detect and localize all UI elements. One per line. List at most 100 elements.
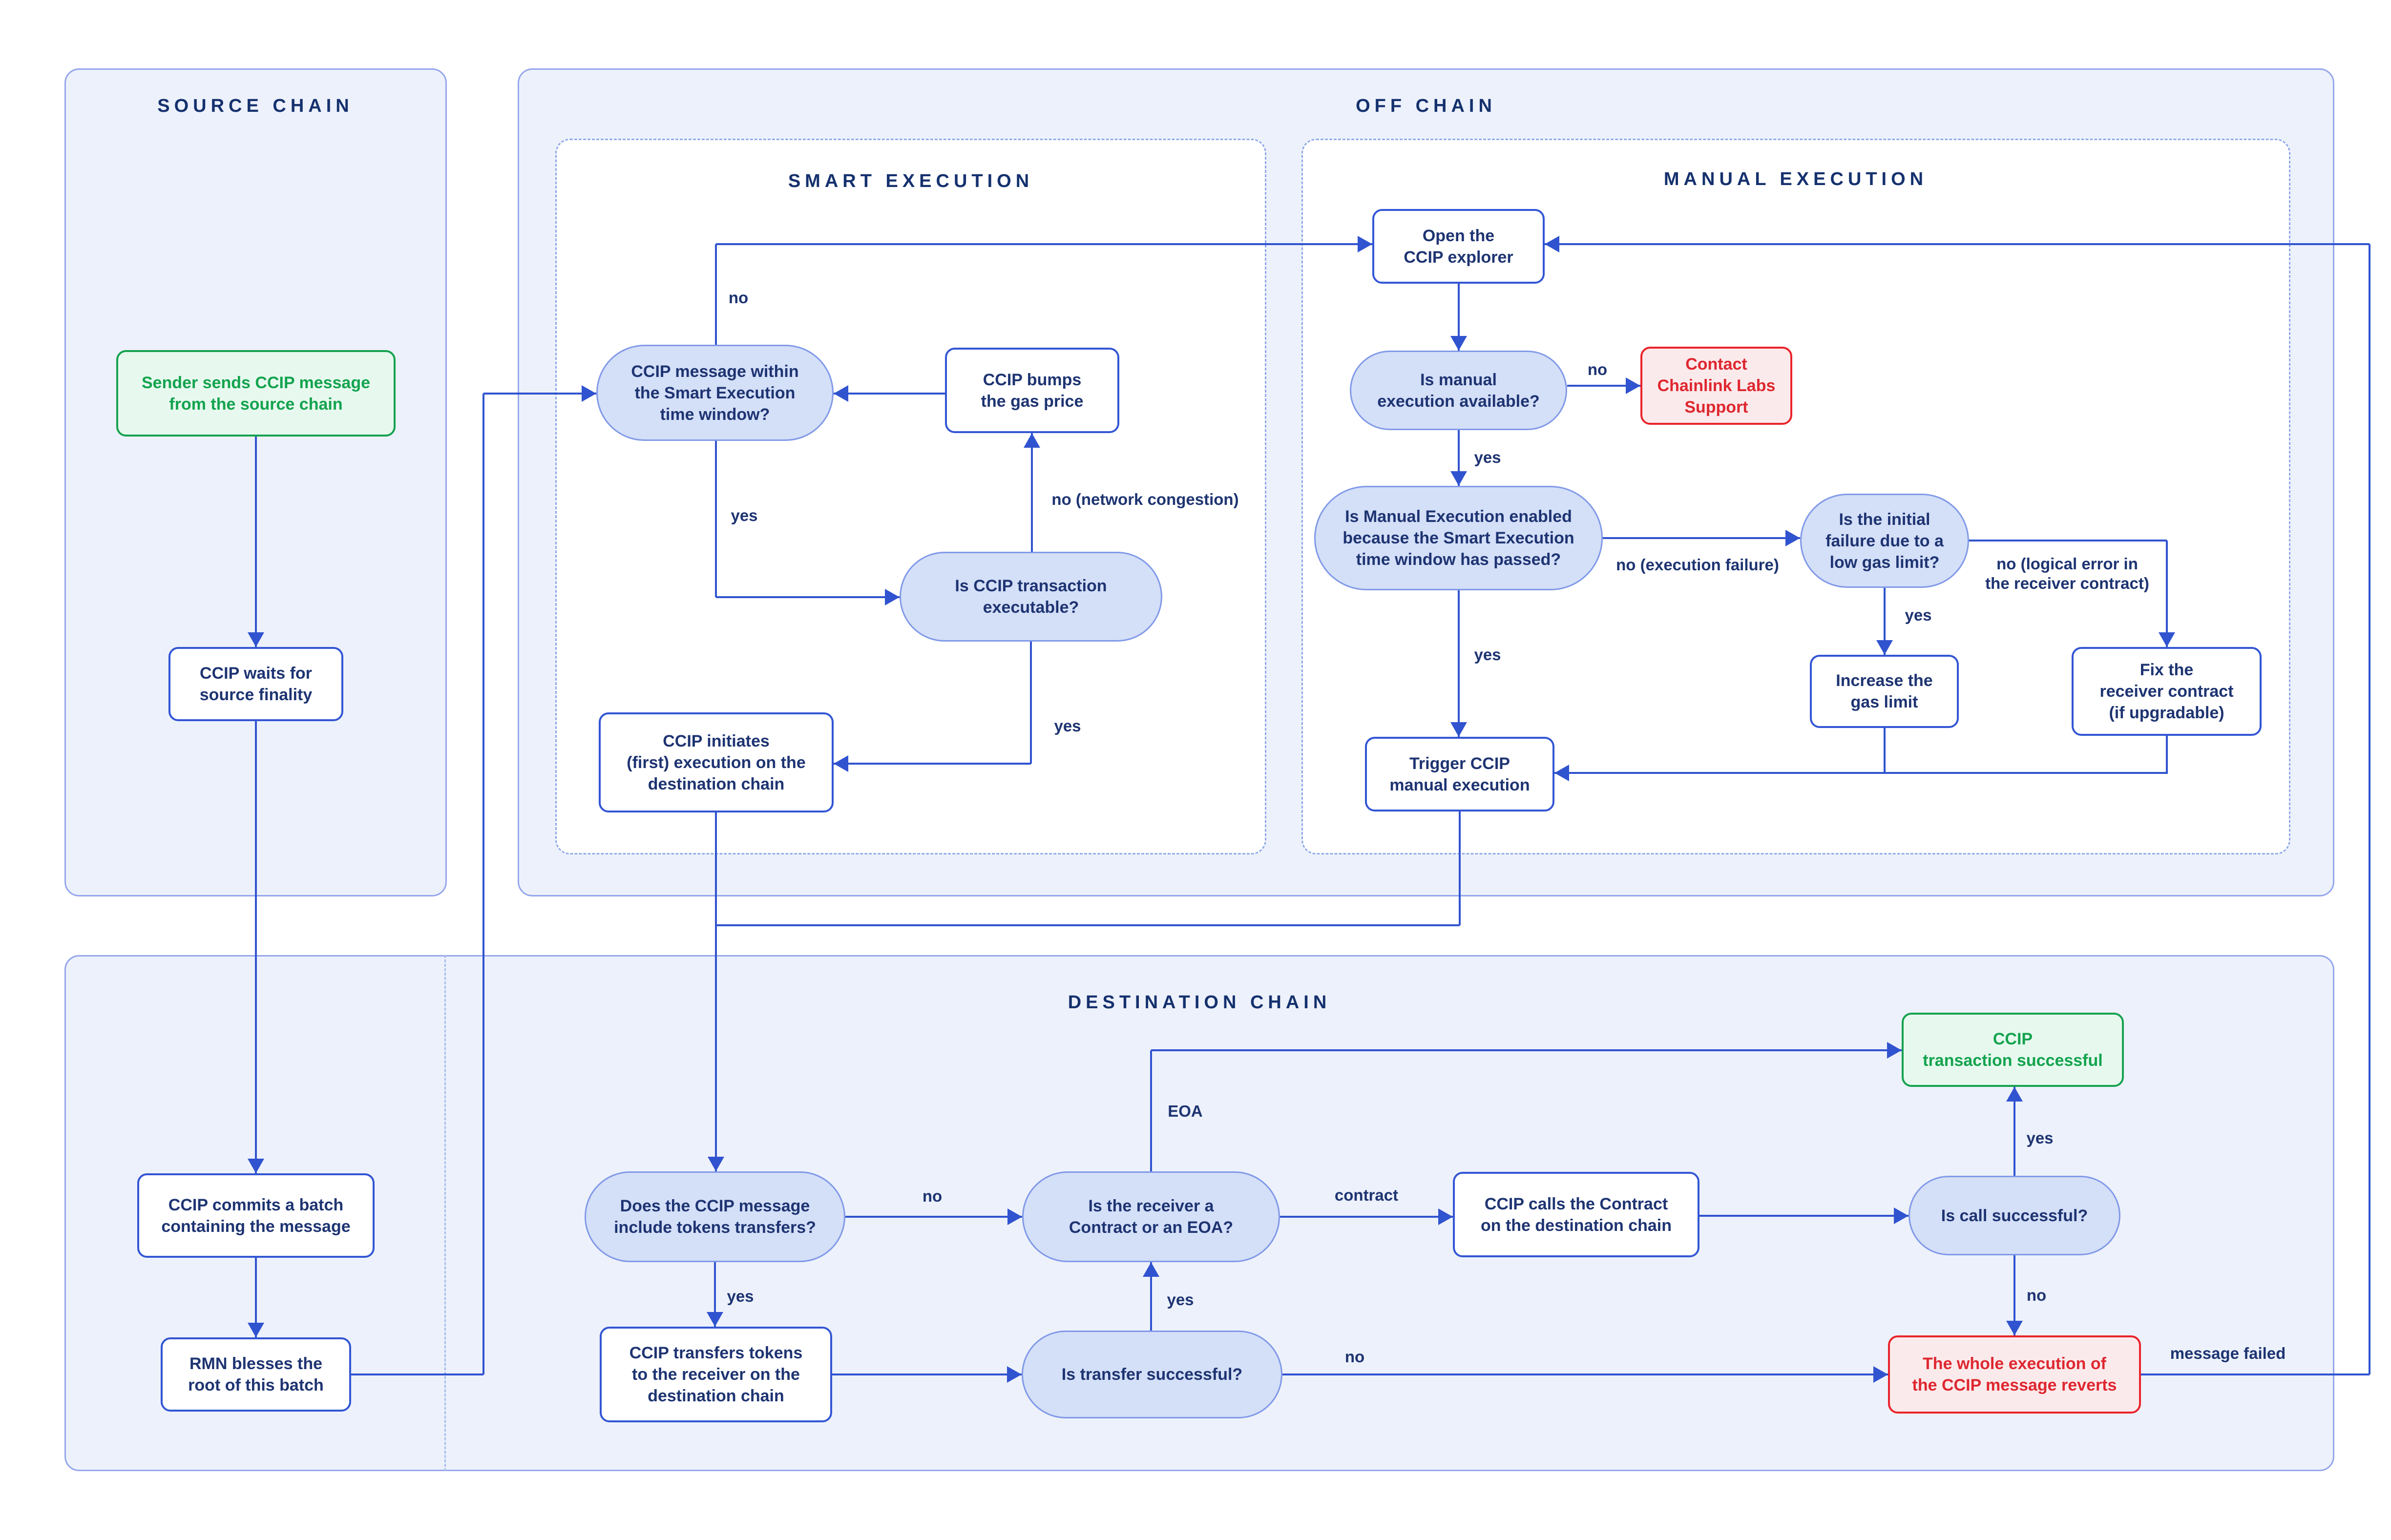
connector-segment-35 bbox=[1282, 1374, 1888, 1375]
connector-segment-26 bbox=[1459, 812, 1461, 925]
node-is-transaction-executable: Is CCIP transaction executable? bbox=[900, 552, 1162, 642]
label-yes-low-gas: yes bbox=[1905, 606, 1932, 624]
arrowhead-right-35 bbox=[1873, 1366, 1888, 1383]
connector-segment-23 bbox=[1884, 728, 1886, 774]
node-rmn-blesses-root: RMN blesses the root of this batch bbox=[161, 1337, 351, 1412]
connector-segment-30 bbox=[1545, 243, 2370, 245]
node-is-manual-execution-available: Is manual execution available? bbox=[1350, 351, 1567, 430]
node-ccip-bumps-gas-price: CCIP bumps the gas price bbox=[945, 348, 1119, 433]
arrowhead-down-22 bbox=[2159, 632, 2175, 647]
arrowhead-right-33 bbox=[1007, 1366, 1022, 1383]
node-is-manual-execution-enabled: Is Manual Execution enabled because the … bbox=[1314, 486, 1603, 590]
connector-segment-9 bbox=[715, 441, 717, 597]
node-ccip-initiates-execution: CCIP initiates (first) execution on the … bbox=[599, 712, 834, 812]
label-no-execution-failure: no (execution failure) bbox=[1616, 556, 1779, 574]
connector-segment-13 bbox=[834, 763, 1031, 765]
arrowhead-down-20 bbox=[1876, 640, 1893, 655]
label-yes-transfer: yes bbox=[1167, 1290, 1194, 1309]
arrowhead-right-10 bbox=[885, 589, 900, 605]
connector-segment-27 bbox=[716, 924, 1460, 926]
label-message-failed: message failed bbox=[2170, 1344, 2286, 1362]
label-no-network-congestion: no (network congestion) bbox=[1051, 490, 1239, 508]
arrowhead-down-2 bbox=[248, 1323, 264, 1337]
arrowhead-right-31 bbox=[1007, 1208, 1022, 1225]
connector-segment-18 bbox=[1603, 537, 1800, 539]
node-ccip-calls-contract: CCIP calls the Contract on the destinati… bbox=[1453, 1172, 1699, 1257]
node-is-failure-low-gas-limit: Is the initial failure due to a low gas … bbox=[1800, 494, 1969, 588]
arrowhead-left-8 bbox=[834, 385, 848, 402]
arrowhead-right-16 bbox=[1626, 377, 1640, 394]
connector-segment-8 bbox=[834, 393, 945, 395]
arrowhead-up-11 bbox=[1024, 433, 1040, 448]
connector-segment-5 bbox=[483, 393, 596, 395]
label-contract: contract bbox=[1334, 1186, 1399, 1204]
label-no-call: no bbox=[2026, 1286, 2047, 1304]
arrowhead-up-34 bbox=[1143, 1262, 1159, 1277]
node-contact-chainlink-labs: Contact Chainlink Labs Support bbox=[1640, 347, 1792, 425]
arrowhead-down-41 bbox=[2006, 1321, 2023, 1335]
label-no-token-transfers: no bbox=[922, 1187, 943, 1205]
connector-segment-2 bbox=[255, 1258, 257, 1337]
connector-segment-7 bbox=[716, 243, 1372, 245]
connector-segment-33 bbox=[832, 1374, 1022, 1375]
connector-segment-40 bbox=[2013, 1087, 2015, 1176]
arrowhead-right-7 bbox=[1358, 236, 1372, 252]
arrowhead-right-37 bbox=[1887, 1042, 1902, 1059]
connector-segment-12 bbox=[1030, 642, 1032, 764]
label-yes-token-transfers: yes bbox=[727, 1287, 754, 1305]
connector-segment-32 bbox=[714, 1262, 716, 1327]
node-receiver-contract-or-eoa: Is the receiver a Contract or an EOA? bbox=[1022, 1171, 1280, 1262]
node-execution-reverts: The whole execution of the CCIP message … bbox=[1888, 1335, 2141, 1414]
panel-title-destination-chain: DESTINATION CHAIN bbox=[1068, 992, 1331, 1013]
arrowhead-right-5 bbox=[582, 385, 596, 402]
arrowhead-left-25 bbox=[1554, 765, 1569, 781]
node-transaction-successful: CCIP transaction successful bbox=[1902, 1013, 2124, 1087]
connector-segment-41 bbox=[2013, 1255, 2015, 1335]
node-ccip-waits-finality: CCIP waits for source finality bbox=[168, 647, 343, 721]
connector-segment-10 bbox=[716, 596, 900, 598]
label-yes-manual-enabled: yes bbox=[1474, 645, 1501, 664]
arrowhead-up-40 bbox=[2006, 1087, 2023, 1102]
label-no-logical-error: no (logical error in the receiver contra… bbox=[1985, 555, 2149, 592]
arrowhead-left-30 bbox=[1545, 236, 1559, 252]
connector-segment-4 bbox=[482, 394, 484, 1374]
node-fix-receiver-contract: Fix the receiver contract (if upgradable… bbox=[2072, 647, 2262, 736]
panel-title-smart-execution: SMART EXECUTION bbox=[788, 171, 1034, 191]
label-no-smart-window: no bbox=[728, 289, 749, 307]
label-yes-call: yes bbox=[2026, 1129, 2054, 1147]
label-yes-smart-window: yes bbox=[731, 506, 758, 524]
arrowhead-right-18 bbox=[1785, 530, 1800, 546]
connector-segment-6 bbox=[715, 244, 717, 345]
connector-segment-21 bbox=[1969, 540, 2167, 541]
connector-segment-38 bbox=[1280, 1216, 1453, 1218]
panel-title-off-chain: OFF CHAIN bbox=[1356, 96, 1496, 116]
connector-segment-31 bbox=[845, 1216, 1022, 1218]
node-trigger-manual-execution: Trigger CCIP manual execution bbox=[1365, 737, 1554, 812]
destination-left-divider bbox=[444, 955, 446, 1471]
node-ccip-transfers-tokens: CCIP transfers tokens to the receiver on… bbox=[600, 1327, 832, 1422]
connector-segment-1 bbox=[255, 721, 257, 1173]
connector-segment-39 bbox=[1699, 1215, 1909, 1217]
label-yes-manual-available: yes bbox=[1474, 448, 1501, 466]
panel-title-manual-execution: MANUAL EXECUTION bbox=[1663, 169, 1928, 189]
arrowhead-right-39 bbox=[1894, 1207, 1909, 1224]
connector-segment-11 bbox=[1031, 433, 1033, 552]
panel-title-source-chain: SOURCE CHAIN bbox=[157, 96, 354, 116]
node-includes-token-transfers: Does the CCIP message include tokens tra… bbox=[585, 1171, 845, 1262]
arrowhead-down-15 bbox=[1450, 336, 1467, 351]
node-smart-execution-window: CCIP message within the Smart Execution … bbox=[596, 345, 834, 441]
connector-segment-17 bbox=[1458, 430, 1460, 486]
connector-segment-22 bbox=[2166, 541, 2168, 647]
connector-segment-25 bbox=[1554, 772, 2167, 774]
node-is-transfer-successful: Is transfer successful? bbox=[1022, 1331, 1282, 1418]
node-increase-gas-limit: Increase the gas limit bbox=[1810, 655, 1959, 728]
connector-segment-37 bbox=[1151, 1049, 1902, 1051]
arrowhead-down-14 bbox=[708, 1157, 724, 1171]
connector-segment-19 bbox=[1458, 590, 1460, 737]
label-no-transfer: no bbox=[1344, 1348, 1365, 1366]
connector-segment-28 bbox=[2141, 1374, 2370, 1375]
connector-segment-0 bbox=[255, 437, 257, 647]
label-yes-executable: yes bbox=[1054, 717, 1081, 735]
connector-segment-24 bbox=[2166, 736, 2168, 774]
